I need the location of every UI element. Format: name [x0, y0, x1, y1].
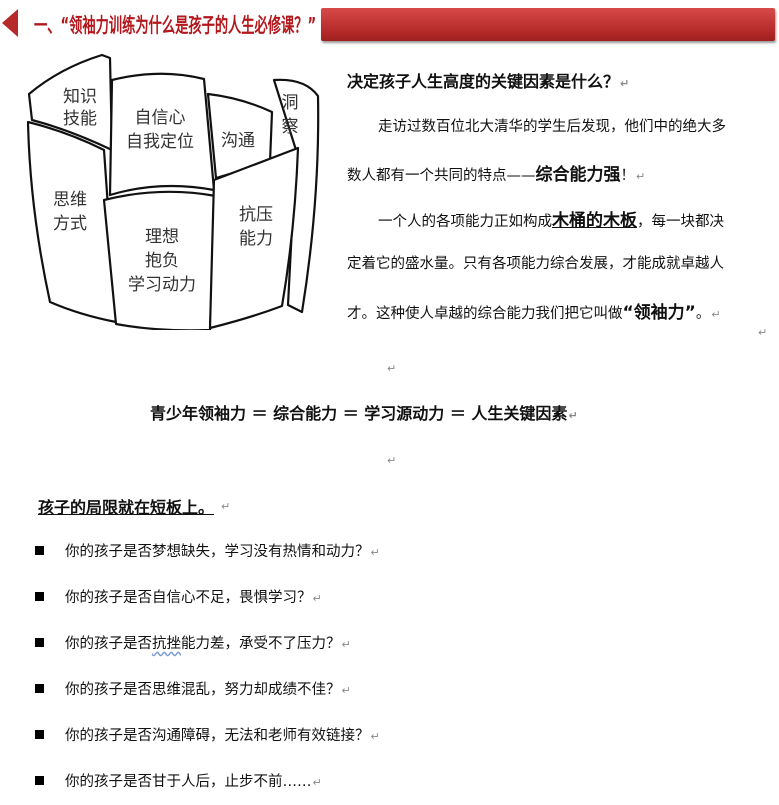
stave-label: 知识技能 — [63, 87, 97, 129]
paragraph-line: 数人都有一个共同的特点——综合能力强！↵ — [347, 165, 646, 185]
bullet-icon — [35, 638, 44, 647]
stave-label: 洞察 — [282, 93, 299, 137]
list-item: 你的孩子是否自信心不足，畏惧学习？↵ — [65, 590, 322, 606]
paragraph-line: 一个人的各项能力正如构成木桶的木板，每一块都决 — [378, 211, 724, 231]
title-decoration-bar — [321, 8, 775, 41]
paragraph-mark: ↵ — [758, 326, 768, 339]
arrow-left-icon — [2, 9, 18, 37]
paragraph-line: 走访过数百位北大清华的学生后发现，他们中的绝大多 — [378, 119, 726, 135]
paragraph-line: 才。这种使人卓越的综合能力我们把它叫做“领袖力”。↵ — [347, 303, 721, 323]
stave-label: 自信心自我定位 — [126, 108, 194, 152]
bullet-icon — [35, 592, 44, 601]
stave-label: 思维方式 — [53, 190, 87, 234]
stave-label: 抗压能力 — [239, 205, 273, 249]
bullet-icon — [35, 546, 44, 555]
bullet-icon — [35, 684, 44, 693]
stave-front-right — [208, 146, 300, 330]
paragraph-mark: ↵ — [387, 362, 397, 375]
list-item: 你的孩子是否沟通障碍，无法和老师有效链接？↵ — [65, 728, 380, 744]
paragraph-mark: ↵ — [221, 500, 231, 513]
stave-label: 沟通 — [221, 131, 255, 151]
paragraph-line: 定着它的盛水量。只有各项能力综合发展，才能成就卓越人 — [347, 256, 724, 272]
stave-back-right — [206, 92, 274, 180]
key-question: 决定孩子人生高度的关键因素是什么？↵ — [347, 72, 630, 91]
list-item: 你的孩子是否梦想缺失，学习没有热情和动力？↵ — [65, 544, 380, 560]
limit-heading: 孩子的局限就在短板上。 — [38, 498, 215, 517]
formula: 青少年领袖力 ＝ 综合能力 ＝ 学习源动力 ＝ 人生关键因素↵ — [150, 404, 578, 423]
barrel-illustration: 知识技能 自信心自我定位 沟通 洞察 思维方式 理想抱负学习动力 抗压能力 — [26, 53, 320, 330]
list-item: 你的孩子是否思维混乱，努力却成绩不佳？↵ — [65, 682, 351, 698]
stave-front-left — [26, 120, 118, 324]
stave-label: 理想抱负学习动力 — [128, 227, 196, 295]
section-title: 一、“领袖力训练为什么是孩子的人生必修课？” — [34, 13, 317, 37]
paragraph-mark: ↵ — [387, 454, 397, 467]
bullet-icon — [35, 730, 44, 739]
list-item: 你的孩子是否甘于人后，止步不前……↵ — [65, 774, 322, 790]
list-item: 你的孩子是否抗挫能力差，承受不了压力？↵ — [65, 636, 351, 652]
bullet-icon — [35, 776, 44, 785]
